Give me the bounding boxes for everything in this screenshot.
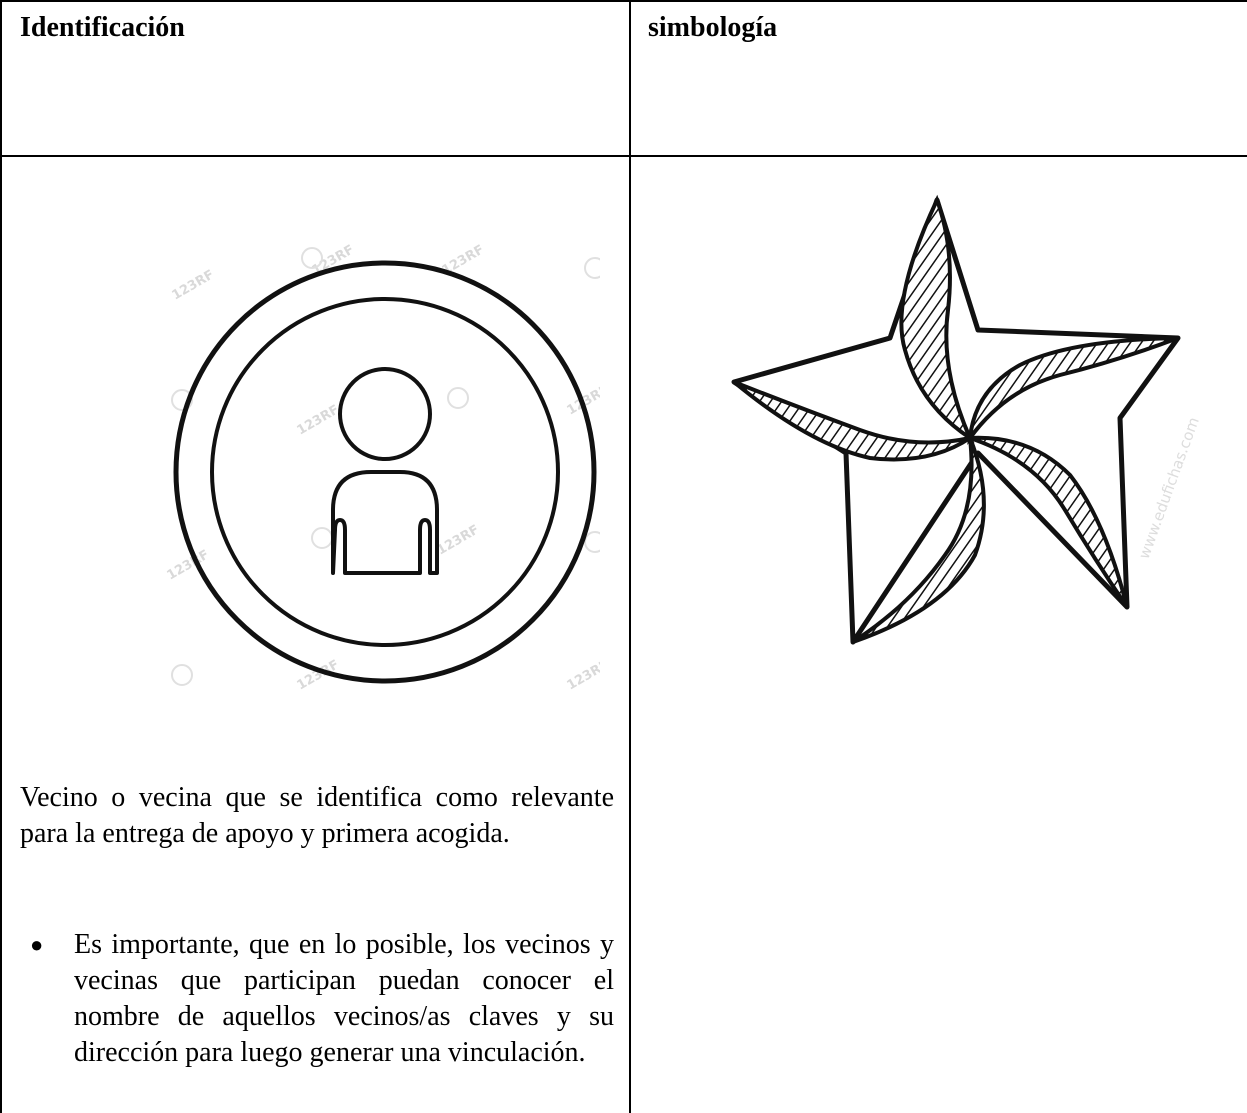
header-identificacion: Identificación: [20, 12, 185, 43]
svg-text:123RF: 123RF: [435, 522, 482, 558]
svg-text:123RF: 123RF: [565, 657, 601, 693]
table-border-left: [0, 0, 2, 1113]
bullet-list-item: ● Es importante, que en lo posible, los …: [30, 927, 614, 1071]
bullet-dot-icon: ●: [30, 932, 44, 957]
watermark: www.edufichas.com: [1135, 415, 1200, 562]
table-divider-horizontal: [0, 155, 1247, 157]
table-divider-vertical: [629, 0, 631, 1113]
svg-text:123RF: 123RF: [170, 267, 217, 303]
person-in-circle-icon: 123RF 123RF 123RF 123RF 123RF 123RF 123R…: [165, 242, 601, 693]
svg-text:123RF: 123RF: [295, 402, 342, 438]
description-paragraph: Vecino o vecina que se identifica como r…: [20, 782, 614, 849]
pinwheel-star-icon: www.edufichas.com: [731, 194, 1200, 645]
bullet-text: Es importante, que en lo posible, los ve…: [74, 929, 614, 1068]
header-simbologia: simbología: [648, 12, 778, 43]
watermark: 123RF 123RF 123RF 123RF 123RF 123RF 123R…: [165, 242, 601, 693]
table-border-top: [0, 0, 1247, 2]
